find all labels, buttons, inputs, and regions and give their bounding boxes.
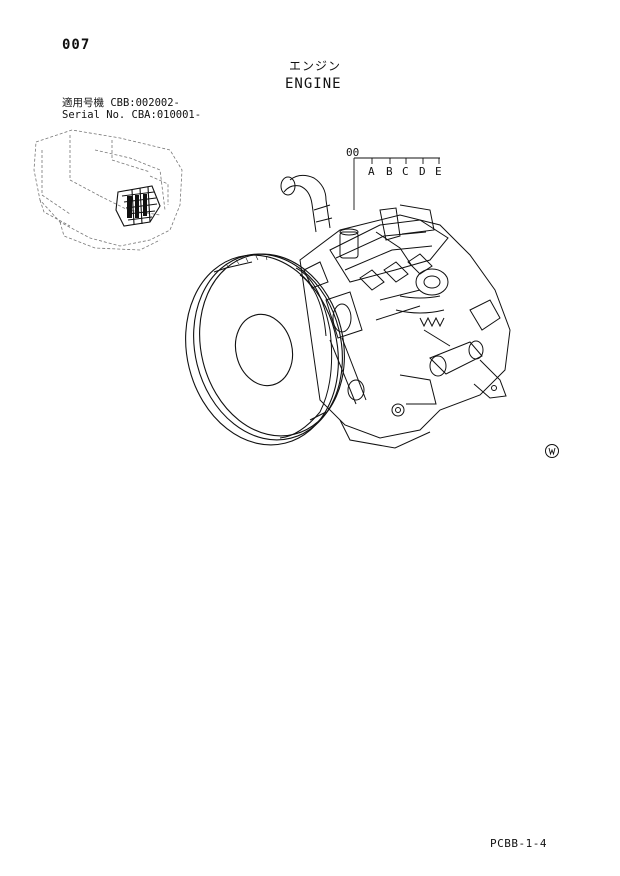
- callout-item-c: C: [402, 165, 409, 178]
- callout-tree: [353, 157, 440, 210]
- title-english: ENGINE: [285, 76, 342, 92]
- drawing-code: PCBB-1-4: [490, 837, 547, 850]
- applicability-line-2: Serial No. CBA:010001-: [62, 109, 202, 121]
- machine-location-thumbnail: [33, 129, 183, 251]
- applicability-line-1: 適用号機 CBB:002002-: [62, 97, 180, 109]
- callout-item-d: D: [419, 165, 426, 178]
- flywheel: [185, 253, 345, 446]
- page-number: 007: [62, 37, 91, 53]
- thumbnail-engine-shading: [127, 194, 147, 218]
- flywheel-teeth: [225, 255, 268, 269]
- callout-item-b: B: [386, 165, 393, 178]
- callout-group-label: 00: [346, 146, 359, 159]
- callout-item-e: E: [435, 165, 442, 178]
- applicability-block: 適用号機 CBB:002002- Serial No. CBA:010001-: [62, 97, 201, 121]
- engine-drawing: [279, 174, 511, 449]
- callout-item-a: A: [368, 165, 375, 178]
- corner-mark-icon: [545, 444, 559, 458]
- title-japanese: エンジン: [289, 59, 342, 73]
